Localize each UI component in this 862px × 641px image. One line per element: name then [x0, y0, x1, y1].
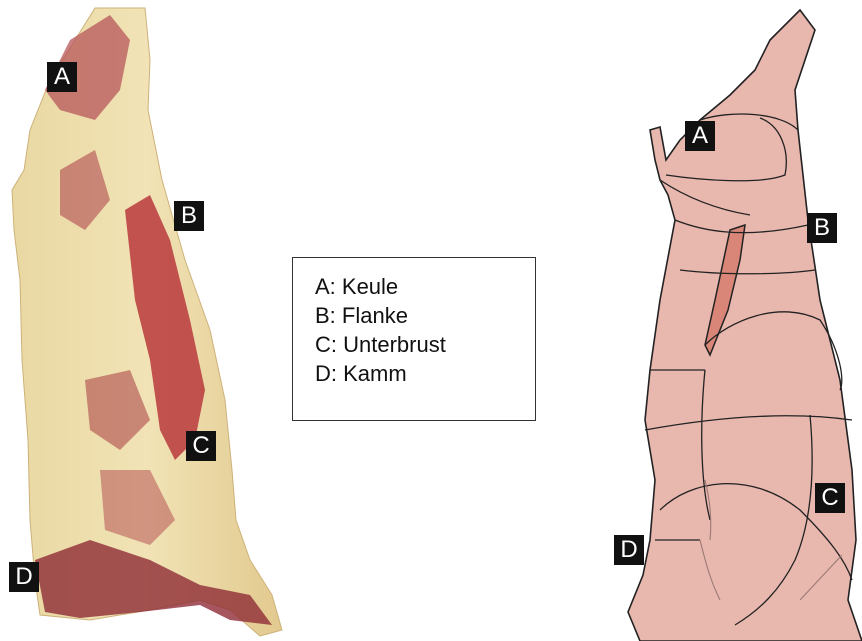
- photo-label-d: D: [9, 562, 39, 592]
- diagram-label-a: A: [685, 121, 715, 151]
- legend-item-unterbrust: C: Unterbrust: [315, 330, 535, 359]
- diagram-label-d: D: [614, 535, 644, 565]
- legend-item-flanke: B: Flanke: [315, 301, 535, 330]
- beef-carcass-photo: [0, 0, 290, 641]
- legend-item-kamm: D: Kamm: [315, 359, 535, 388]
- photo-label-b: B: [174, 201, 204, 231]
- diagram-label-b: B: [807, 213, 837, 243]
- photo-label-c: C: [186, 431, 216, 461]
- diagram-label-c: C: [815, 483, 845, 513]
- legend-item-keule: A: Keule: [315, 272, 535, 301]
- photo-label-a: A: [47, 62, 77, 92]
- diagram-outline: [628, 10, 862, 641]
- legend-box: A: Keule B: Flanke C: Unterbrust D: Kamm: [292, 257, 536, 421]
